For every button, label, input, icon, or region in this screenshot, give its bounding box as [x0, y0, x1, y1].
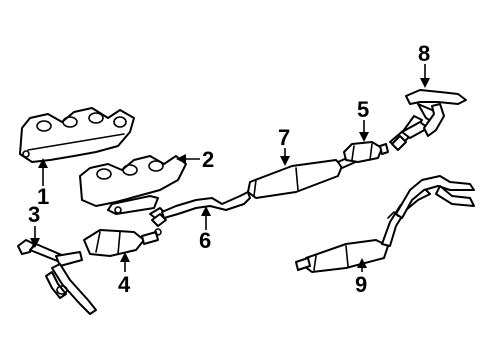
- leader-line-6: [201, 206, 211, 230]
- muffler-center: [247, 153, 361, 199]
- callout-8: 8: [418, 41, 430, 66]
- exhaust-manifold-right: [79, 155, 187, 215]
- callout-2: 2: [202, 147, 214, 172]
- leader-line-7: [280, 148, 290, 166]
- leader-line-2: [176, 154, 200, 164]
- leader-line-8: [420, 64, 430, 88]
- muffler-tailpipe-rear: [295, 175, 475, 273]
- leader-line-1: [38, 158, 48, 186]
- tailpipe-upper: [389, 89, 467, 151]
- callout-1: 1: [37, 184, 49, 209]
- catalytic-converter-rear: [343, 141, 389, 163]
- callout-6: 6: [199, 228, 211, 253]
- catalytic-converter-front: [83, 228, 162, 257]
- callout-3: 3: [28, 202, 40, 227]
- callout-5: 5: [357, 97, 369, 122]
- leader-line-5: [359, 120, 369, 142]
- callout-4: 4: [118, 272, 131, 297]
- callout-7: 7: [278, 125, 290, 150]
- leader-line-4: [120, 252, 130, 272]
- exhaust-manifold-left: [19, 107, 135, 163]
- crossover-pipe: [17, 239, 97, 315]
- callout-9: 9: [355, 272, 367, 297]
- leader-line-9: [357, 258, 367, 272]
- leader-line-3: [30, 226, 40, 248]
- intermediate-pipe: [149, 191, 251, 227]
